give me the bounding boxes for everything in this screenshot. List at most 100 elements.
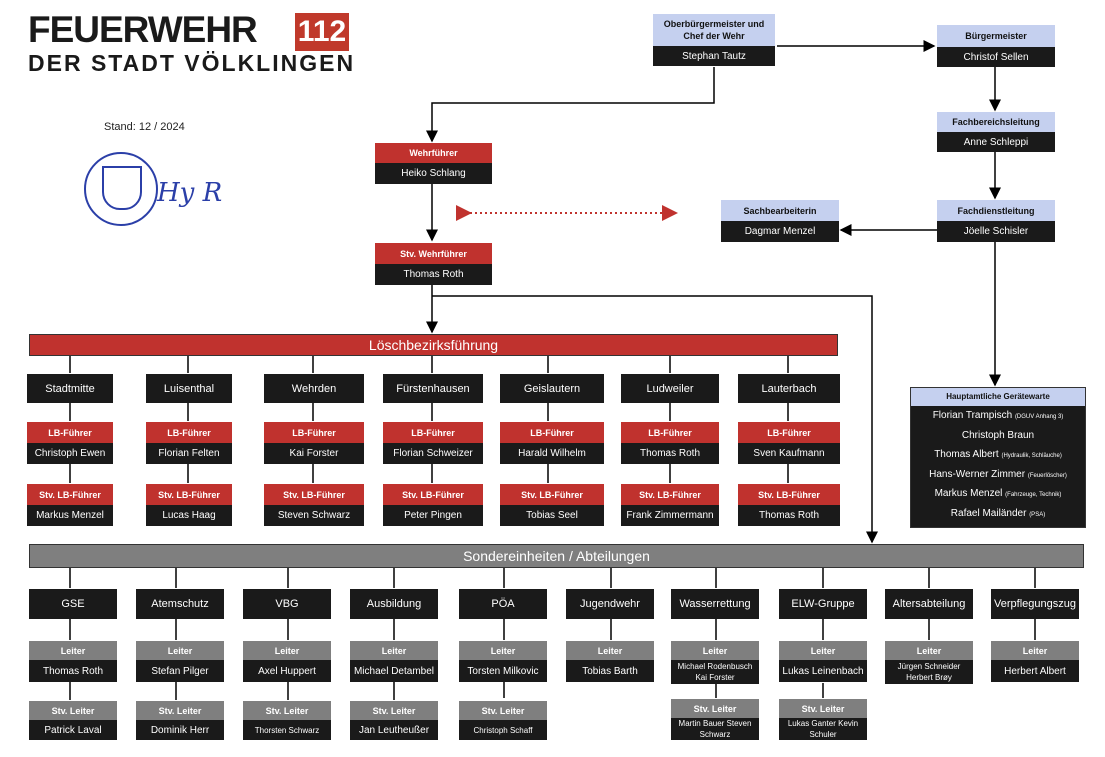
hgw-item: Markus Menzel (Fahrzeuge, Technik) — [934, 488, 1062, 499]
lb-fuehrer-box-name: Kai Forster — [264, 443, 364, 464]
bm-title: Bürgermeister — [937, 25, 1055, 47]
leiter-box-title: Leiter — [991, 641, 1079, 660]
bezirk-name: Stadtmitte — [27, 374, 113, 403]
sonder-unit-name: Verpflegungszug — [991, 589, 1079, 619]
bezirk-name: Geislautern — [500, 374, 604, 403]
hgw-item: Hans-Werner Zimmer (Feuerlöscher) — [929, 468, 1067, 480]
stv-lb-fuehrer-box-title: Stv. LB-Führer — [621, 484, 719, 505]
wf-name: Heiko Schlang — [375, 163, 492, 184]
stv-lb-fuehrer-box-name: Thomas Roth — [738, 505, 840, 526]
sonder-unit-name: ELW-Gruppe — [779, 589, 867, 619]
stv-lb-fuehrer-box-title: Stv. LB-Führer — [738, 484, 840, 505]
stamp-shield-icon — [102, 166, 142, 210]
lb-fuehrer-box-title: LB-Führer — [27, 422, 113, 443]
fbl-title: Fachbereichsleitung — [937, 112, 1055, 132]
leiter-box-title: Leiter — [136, 641, 224, 660]
stv-lb-fuehrer-box-name: Markus Menzel — [27, 505, 113, 526]
hgw-item: Rafael Mailänder (PSA) — [950, 507, 1046, 519]
fdl-name: Jöelle Schisler — [937, 221, 1055, 242]
fdl-title: Fachdienstleitung — [937, 200, 1055, 221]
stv-leiter-box-title: Stv. Leiter — [29, 701, 117, 720]
swf-name: Thomas Roth — [375, 264, 492, 285]
stv-leiter-box-title: Stv. Leiter — [243, 701, 331, 720]
box-fachdienstleitung: Fachdienstleitung Jöelle Schisler — [937, 200, 1055, 242]
box-sachbearbeiterin: Sachbearbeiterin Dagmar Menzel — [721, 200, 839, 242]
lb-fuehrer-box-title: LB-Führer — [264, 422, 364, 443]
sb-title: Sachbearbeiterin — [721, 200, 839, 221]
stv-leiter-box-title: Stv. Leiter — [459, 701, 547, 720]
box-geraetewarte: Hauptamtliche Gerätewarte Florian Trampi… — [910, 387, 1086, 528]
stv-leiter-box-name: Jan Leutheußer — [350, 720, 438, 740]
leiter-box-name: Lukas Leinenbach — [779, 660, 867, 682]
sb-name: Dagmar Menzel — [721, 221, 839, 242]
stv-leiter-box-name: Dominik Herr — [136, 720, 224, 740]
leiter-box-title: Leiter — [350, 641, 438, 660]
bezirk-name: Ludweiler — [621, 374, 719, 403]
stv-lb-fuehrer-box-title: Stv. LB-Führer — [383, 484, 483, 505]
bezirk-name: Lauterbach — [738, 374, 840, 403]
lb-fuehrer-box-name: Florian Schweizer — [383, 443, 483, 464]
hgw-title: Hauptamtliche Gerätewarte — [911, 388, 1085, 406]
logo-subtitle: DER STADT VÖLKLINGEN — [28, 50, 356, 76]
lb-fuehrer-box-title: LB-Führer — [500, 422, 604, 443]
lb-fuehrer-box-name: Christoph Ewen — [27, 443, 113, 464]
signature: Hy R — [157, 178, 223, 208]
hgw-item: Christoph Braun — [961, 429, 1035, 441]
stv-lb-fuehrer-box-name: Lucas Haag — [146, 505, 232, 526]
leiter-box-title: Leiter — [671, 641, 759, 660]
stv-leiter-box-name: Thorsten Schwarz — [243, 720, 331, 740]
loeschbezirk-bar: Löschbezirksführung — [29, 334, 838, 356]
wf-title: Wehrführer — [375, 143, 492, 163]
box-oberbuergermeister: Oberbürgermeister und Chef der Wehr Step… — [653, 14, 775, 66]
leiter-box-title: Leiter — [885, 641, 973, 660]
sonder-unit-name: PÖA — [459, 589, 547, 619]
hgw-item: Thomas Albert (Hydraulik, Schläuche) — [934, 449, 1062, 460]
leiter-box-title: Leiter — [29, 641, 117, 660]
leiter-box-name: Axel Huppert — [243, 660, 331, 682]
hgw-item: Florian Trampisch (DGUV Anhang 3) — [932, 410, 1064, 421]
bezirk-name: Luisenthal — [146, 374, 232, 403]
stamp-seal — [84, 152, 158, 226]
stv-lb-fuehrer-box-title: Stv. LB-Führer — [146, 484, 232, 505]
leiter-box-title: Leiter — [243, 641, 331, 660]
leiter-box-name: Stefan Pilger — [136, 660, 224, 682]
lb-fuehrer-box-name: Sven Kaufmann — [738, 443, 840, 464]
stv-lb-fuehrer-box-name: Steven Schwarz — [264, 505, 364, 526]
leiter-box-name: Herbert Albert — [991, 660, 1079, 682]
stv-lb-fuehrer-box-title: Stv. LB-Führer — [264, 484, 364, 505]
stv-leiter-box-title: Stv. Leiter — [136, 701, 224, 720]
stv-lb-fuehrer-box-name: Frank Zimmermann — [621, 505, 719, 526]
lb-fuehrer-box-title: LB-Führer — [621, 422, 719, 443]
swf-title: Stv. Wehrführer — [375, 243, 492, 264]
sonder-unit-name: Altersabteilung — [885, 589, 973, 619]
ob-name: Stephan Tautz — [653, 46, 775, 66]
leiter-box-name: Jürgen Schneider Herbert Brøy — [885, 660, 973, 684]
stv-leiter-box-title: Stv. Leiter — [779, 699, 867, 718]
stv-leiter-box-name: Lukas Ganter Kevin Schuler — [779, 718, 867, 740]
stv-leiter-box-name: Christoph Schaff — [459, 720, 547, 740]
fbl-name: Anne Schleppi — [937, 132, 1055, 152]
lb-fuehrer-box-name: Harald Wilhelm — [500, 443, 604, 464]
